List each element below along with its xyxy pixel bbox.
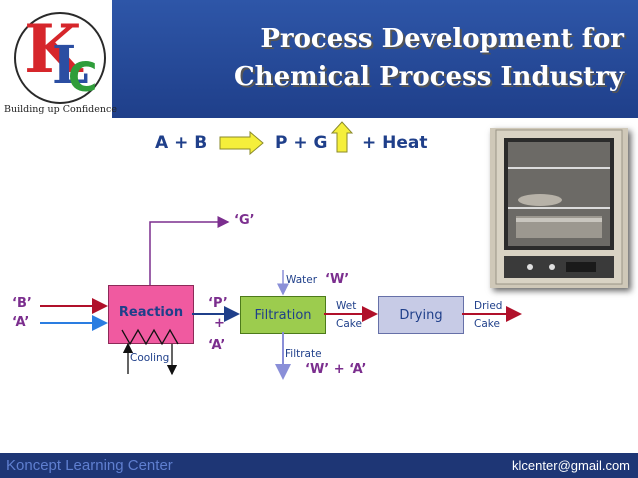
feed-a-label: ‘A’ [12, 315, 30, 330]
product-a-label: ‘A’ [208, 338, 226, 353]
drying-box: Drying [378, 296, 464, 334]
logo-letter-c: C [68, 55, 98, 101]
oven-photo [490, 128, 628, 288]
plus-label: + [214, 316, 225, 331]
gas-outlet-arrow [149, 216, 230, 285]
product-p-label: ‘P’ [208, 296, 228, 311]
reaction-label: Reaction [118, 305, 184, 320]
wet-cake-label: Cake [336, 318, 362, 330]
logo-letter-k: K [24, 10, 82, 88]
equation-products: P + G [275, 133, 328, 153]
cooling-coil-icon [121, 328, 179, 376]
dried-cake-label: Cake [474, 318, 500, 330]
footer-company: Koncept Learning Center [6, 457, 173, 474]
oven-illustration [495, 129, 623, 285]
footer-email: klcenter@gmail.com [512, 458, 630, 473]
page-title-line-2: Chemical Process Industry [233, 62, 624, 92]
page-title-line-1: Process Development for [260, 24, 624, 54]
equation-yellow-arrow [219, 130, 264, 156]
heat-up-arrow [330, 121, 354, 153]
water-label: Water [286, 274, 318, 286]
filtrate-label: Filtrate [285, 348, 322, 360]
filtration-label: Filtration [254, 307, 312, 323]
footer-bar: Koncept Learning Center klcenter@gmail.c… [0, 453, 638, 478]
cooling-label: Cooling [130, 352, 170, 364]
water-w-label: ‘W’ [325, 272, 350, 287]
logo-letter-l: L [52, 35, 89, 96]
equation-heat: + Heat [362, 133, 428, 153]
gas-g-label: ‘G’ [234, 213, 255, 228]
logo: K L C Building up Confidence [0, 0, 117, 118]
logo-circle: K L C [14, 12, 106, 104]
equation-reactants: A + B [155, 133, 208, 153]
feed-b-label: ‘B’ [12, 296, 32, 311]
filtrate-w-a-label: ‘W’ + ‘A’ [305, 362, 367, 377]
dried-label: Dried [474, 300, 503, 312]
logo-tagline: Building up Confidence [4, 104, 117, 115]
drying-label: Drying [399, 307, 443, 323]
wet-label: Wet [336, 300, 357, 312]
